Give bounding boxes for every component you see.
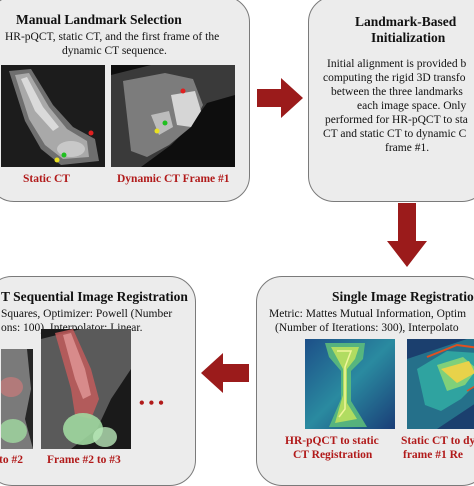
sequential-registration-box: T Sequential Image Registration Squares,… <box>0 276 196 486</box>
single-image-registration-box: Single Image Registration Metric: Mattes… <box>256 276 474 486</box>
landmark-init-desc-line5: performed for HR-pQCT to sta <box>325 114 468 126</box>
hrpqct-registration-caption-line2: CT Registration <box>293 449 373 461</box>
arrow-right-icon <box>257 78 303 118</box>
arrow-left-icon <box>201 353 249 393</box>
manual-landmark-box: Manual Landmark Selection HR-pQCT, stati… <box>0 0 250 202</box>
hrpqct-registration-caption-line1: HR-pQCT to static <box>285 435 379 447</box>
landmark-init-title-line2: Initialization <box>371 30 446 45</box>
manual-landmark-desc-line2: dynamic CT sequence. <box>62 45 167 57</box>
ellipsis-indicator: • • • <box>139 395 164 412</box>
sequential-reg-desc-line1: Squares, Optimizer: Powell (Number <box>1 308 173 320</box>
landmark-init-desc-line1: Initial alignment is provided b <box>327 58 467 70</box>
landmark-init-desc-line2: computing the rigid 3D transfo <box>323 72 466 84</box>
arrow-down-icon <box>387 203 427 267</box>
static-to-dynamic-registration-image <box>407 339 474 429</box>
static-ct-caption: Static CT <box>23 173 70 185</box>
sequential-reg-title: T Sequential Image Registration <box>1 289 188 304</box>
landmark-init-desc-line3: between the three landmarks <box>331 86 463 98</box>
hrpqct-registration-image <box>305 339 395 429</box>
landmark-init-desc-line6: CT and static CT to dynamic C <box>323 128 467 140</box>
landmark-init-title-line1: Landmark-Based <box>355 14 457 29</box>
dynamic-ct-frame1-image <box>111 65 235 167</box>
landmark-init-desc-line4: each image space. Only <box>357 100 467 112</box>
manual-landmark-desc-line1: HR-pQCT, static CT, and the first frame … <box>5 31 220 43</box>
dynamic-ct-frame1-caption: Dynamic CT Frame #1 <box>117 173 230 185</box>
static-to-dynamic-caption-line1: Static CT to dy <box>401 435 474 447</box>
frame1-to-2-image <box>1 349 33 449</box>
static-to-dynamic-caption-line2: frame #1 Re <box>403 449 464 461</box>
manual-landmark-title: Manual Landmark Selection <box>16 12 182 27</box>
frame1-to-2-caption: to #2 <box>0 454 23 466</box>
single-reg-desc-line2: (Number of Iterations: 300), Interpolato <box>275 322 459 334</box>
frame2-to-3-image <box>41 329 131 449</box>
landmark-initialization-box: Landmark-Based Initialization Initial al… <box>308 0 474 202</box>
static-ct-image <box>1 65 105 167</box>
landmark-init-desc-line7: frame #1. <box>385 142 430 154</box>
frame2-to-3-caption: Frame #2 to #3 <box>47 454 121 466</box>
single-reg-title: Single Image Registration <box>332 289 474 304</box>
single-reg-desc-line1: Metric: Mattes Mutual Information, Optim <box>269 308 467 320</box>
